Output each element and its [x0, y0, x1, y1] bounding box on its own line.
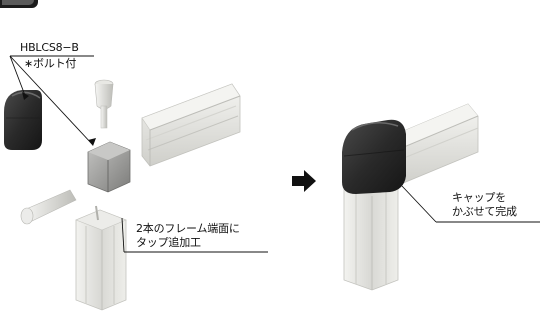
tap-note-line2: タップ追加工 — [136, 236, 201, 249]
bolt-note-label: ∗ボルト付 — [24, 57, 77, 70]
callout-leaders-left — [9, 55, 268, 253]
cap-note-line1: キャップを — [452, 191, 506, 204]
top-bolt — [94, 79, 114, 129]
cap-note-line2: かぶせて完成 — [452, 205, 517, 218]
callout-leader-right — [401, 185, 540, 223]
vertical-frame-exploded — [75, 205, 127, 311]
end-cap-exploded — [4, 90, 42, 150]
horizontal-frame-exploded — [141, 83, 241, 167]
part-code-label: HBLCS8−B — [20, 41, 79, 54]
tap-note-line1: 2本のフレーム端面に — [136, 222, 240, 235]
assembled-corner — [342, 103, 479, 291]
corner-tab — [0, 0, 38, 8]
side-bolt — [20, 189, 77, 225]
right-arrow-icon — [292, 170, 316, 192]
corner-connector — [87, 141, 131, 193]
